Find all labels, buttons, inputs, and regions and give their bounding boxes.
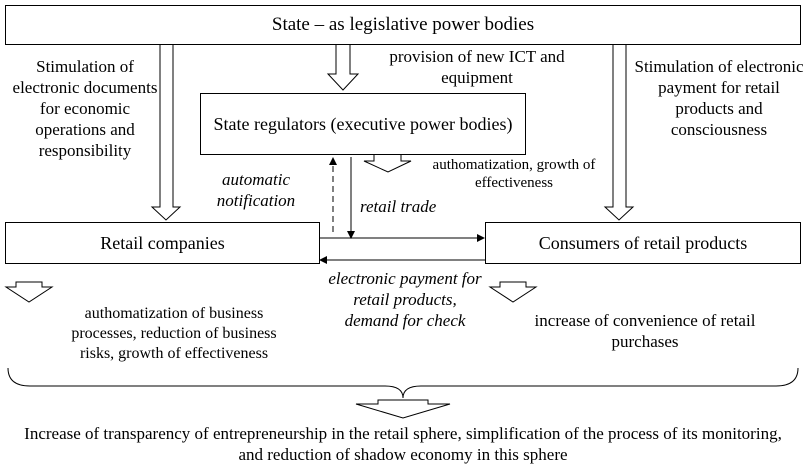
label-automatization-regulators: authomatization, growth of effectiveness: [432, 157, 596, 191]
state-box: State – as legislative power bodies: [5, 5, 801, 45]
regulators-box-label: State regulators (executive power bodies…: [213, 114, 513, 134]
label-retail-trade: retail trade: [360, 197, 437, 216]
consumers-box: Consumers of retail products: [485, 222, 801, 264]
conclusion-text: Increase of transparency of entrepreneur…: [24, 424, 782, 464]
block-arrow-state-to-retail: [150, 43, 182, 221]
consumers-box-label: Consumers of retail products: [538, 232, 748, 253]
label-electronic-payment: electronic payment for retail products, …: [328, 269, 482, 330]
label-provision-ict: provision of new ICT and equipment: [389, 47, 565, 87]
block-arrow-state-to-regulators: [326, 43, 360, 91]
regulators-box: State regulators (executive power bodies…: [200, 93, 526, 155]
label-convenience: increase of convenience of retail purcha…: [534, 311, 756, 351]
label-automatic-notification: automatic notification: [216, 170, 296, 210]
label-stimulation-documents: Stimulation of electronic documents for …: [12, 57, 158, 160]
small-arrow-retail-effect: [4, 281, 54, 303]
retail-companies-box-label: Retail companies: [100, 232, 225, 253]
block-arrow-to-conclusion: [355, 399, 451, 419]
state-box-label: State – as legislative power bodies: [271, 14, 535, 35]
summary-brace: [7, 367, 799, 399]
small-arrow-consumers-effect: [488, 281, 538, 303]
small-arrow-regulators-effect: [363, 153, 412, 173]
label-automatization-business: authomatization of business processes, r…: [71, 305, 277, 362]
retail-companies-box: Retail companies: [5, 222, 320, 264]
label-stimulation-payment: Stimulation of electronic payment for re…: [634, 57, 804, 139]
block-arrow-state-to-consumers: [603, 43, 635, 221]
